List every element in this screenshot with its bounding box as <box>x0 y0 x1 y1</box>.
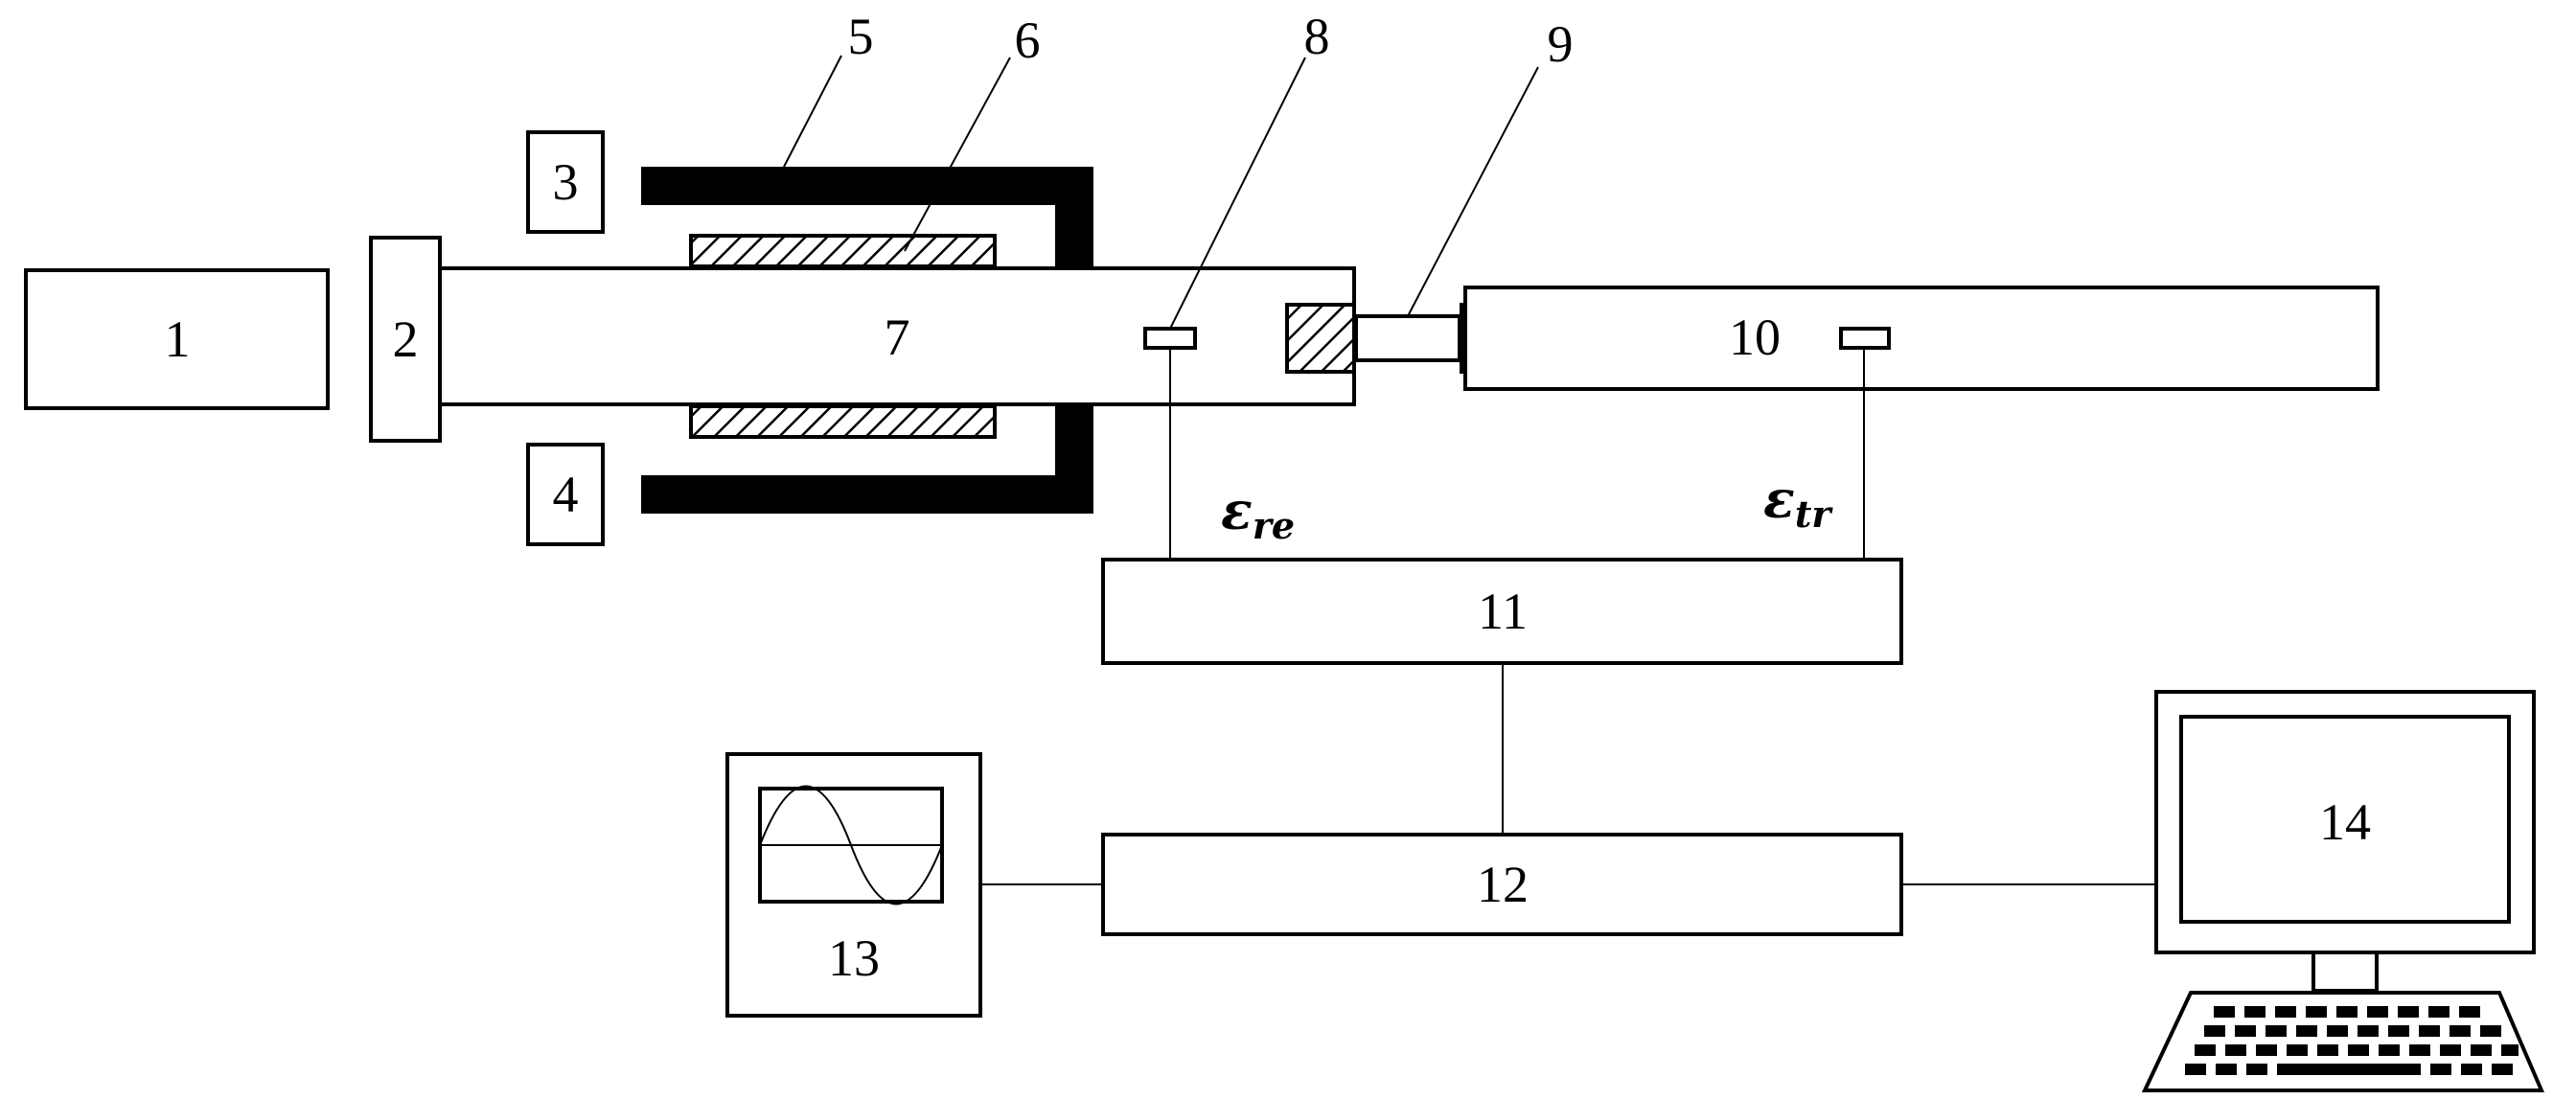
oscilloscope-icon <box>759 785 943 905</box>
leader-lines <box>783 55 1539 330</box>
label-9: 9 <box>1548 15 1574 73</box>
label-2: 2 <box>393 310 419 368</box>
transmitted-strain-label: εtr <box>1763 469 1833 536</box>
label-11: 11 <box>1478 583 1528 640</box>
strain-gauge-10 <box>1839 327 1891 350</box>
label-8: 8 <box>1304 8 1330 65</box>
label-1: 1 <box>165 310 191 368</box>
label-10: 10 <box>1729 309 1781 366</box>
strain-gauge-8 <box>1143 327 1197 350</box>
component-6-hatched <box>689 234 997 439</box>
keyboard-icon <box>2141 991 2545 1092</box>
label-14: 14 <box>2319 793 2371 851</box>
label-12: 12 <box>1477 856 1529 913</box>
component-12: 12 <box>1101 833 1903 936</box>
label-7: 7 <box>885 309 910 366</box>
label-13: 13 <box>828 929 880 987</box>
component-4: 4 <box>526 443 605 546</box>
label-6: 6 <box>1015 11 1041 69</box>
component-13-oscilloscope: 13 <box>725 752 982 1018</box>
signal-wires <box>1169 348 1865 560</box>
component-7-bar: 7 <box>438 266 1356 406</box>
reflected-strain-label: εre <box>1221 480 1295 547</box>
component-1: 1 <box>24 268 330 410</box>
component-10-bar: 10 <box>1463 286 2380 391</box>
computer-monitor-icon <box>2312 951 2379 993</box>
label-5: 5 <box>848 8 874 65</box>
component-2: 2 <box>369 236 442 443</box>
label-3: 3 <box>553 153 579 211</box>
component-11: 11 <box>1101 558 1903 665</box>
component-5-frame <box>641 167 1093 514</box>
component-14-computer: 14 <box>2141 690 2545 1092</box>
label-4: 4 <box>553 466 579 523</box>
component-3: 3 <box>526 130 605 234</box>
